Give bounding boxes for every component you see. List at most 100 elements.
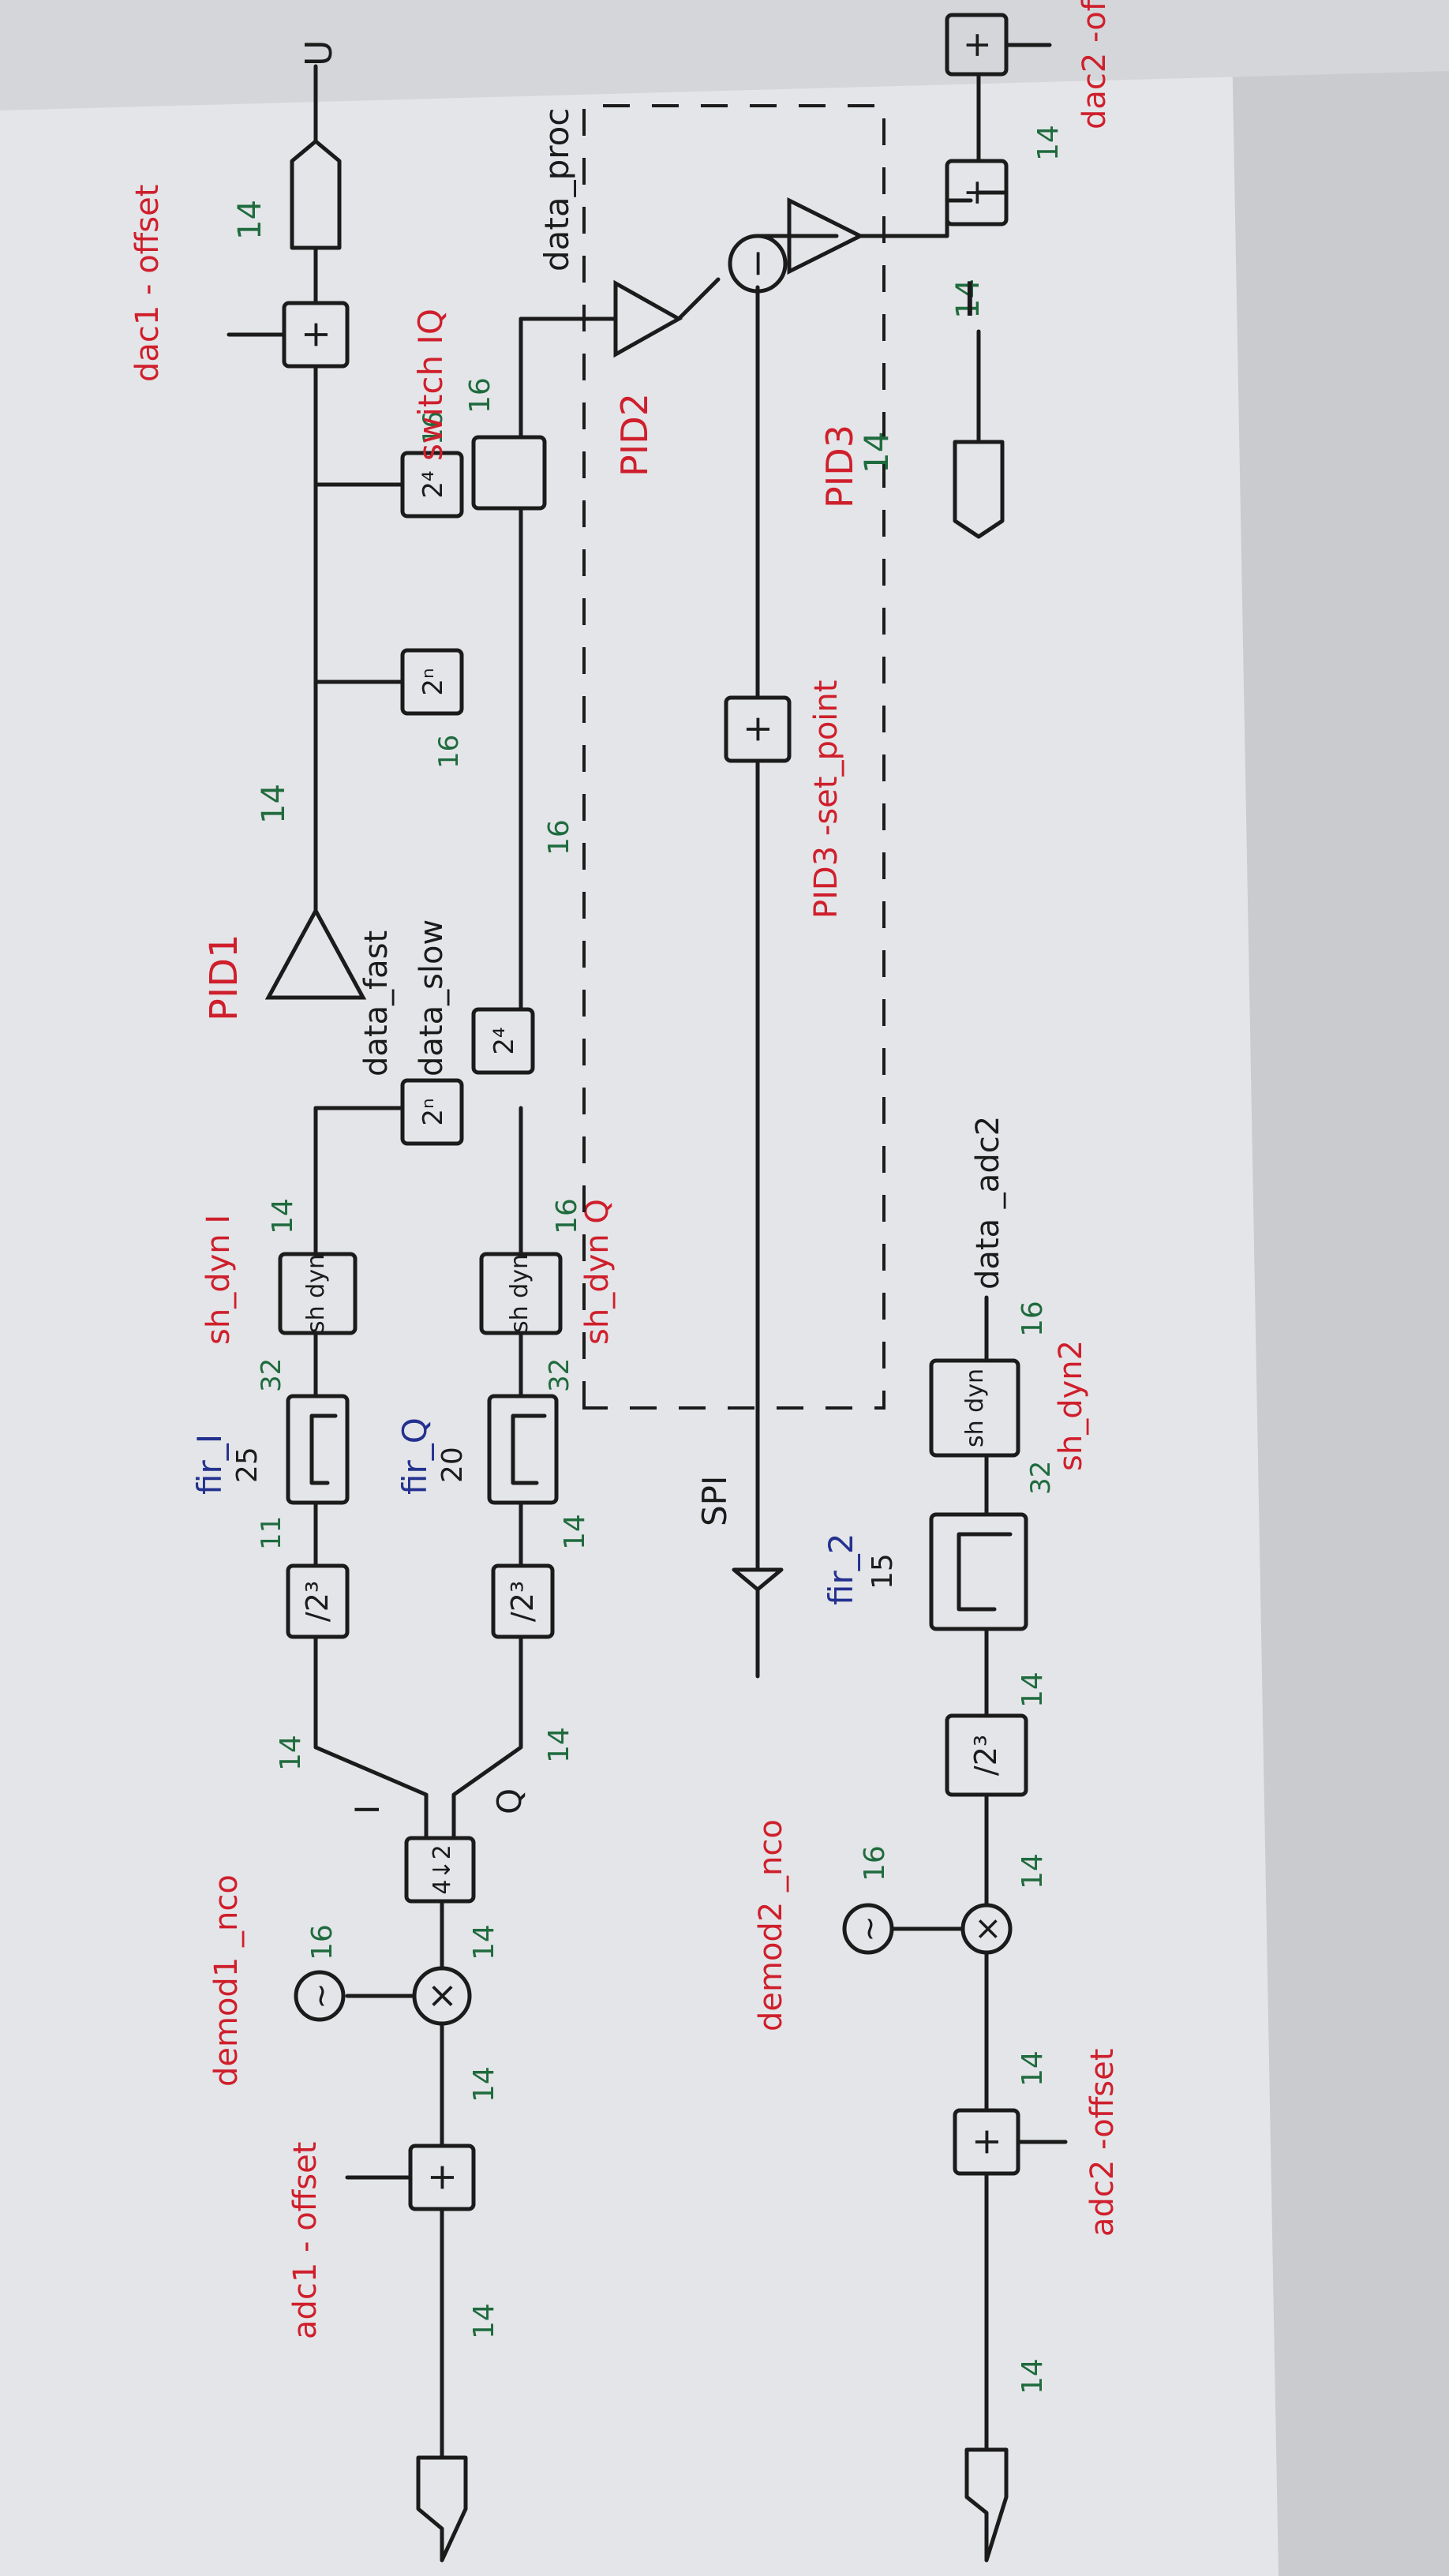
adc2-offset-label: adc2 -offset bbox=[1084, 2049, 1121, 2237]
pow24-block-slow bbox=[471, 1007, 535, 1075]
adc1-input-symbol bbox=[416, 2455, 468, 2563]
demod2-nco-label: demod2 _nco bbox=[753, 1819, 789, 2031]
pid3-label: PID3 bbox=[818, 425, 861, 508]
pid3-set-point-label: PID3 -set_point bbox=[808, 680, 844, 919]
sh-dyn2-label: sh_dyn2 bbox=[1053, 1340, 1089, 1471]
pow24-block-2 bbox=[400, 451, 464, 519]
div-block-Q-label: /2³ bbox=[505, 1581, 540, 1622]
bitwidth-slow-2: 16 bbox=[417, 411, 449, 445]
bitwidth-shdyn2-out: 16 bbox=[1017, 1301, 1049, 1337]
bitwidth-shdyn-pid1: 14 bbox=[267, 1198, 299, 1234]
pid1-amplifier bbox=[264, 906, 367, 1000]
bitwidth-split-Q: 14 bbox=[543, 1727, 575, 1763]
demod1-nco-label: demod1 _nco bbox=[208, 1874, 245, 2087]
nco-2 bbox=[842, 1903, 894, 1955]
out-U-label: U bbox=[298, 39, 340, 66]
setpoint-plus-sign: + bbox=[736, 714, 778, 745]
adc2-input-symbol bbox=[964, 2447, 1009, 2563]
fir-Q-label: fir_Q bbox=[395, 1417, 434, 1495]
bitwidth-dac2-in: 14 bbox=[1032, 125, 1065, 161]
fir-I-taps: 25 bbox=[231, 1447, 264, 1483]
control-section: SPI + PID3 -set_point PID2 data_proc − P… bbox=[519, 104, 987, 1679]
pow24-block-2-label: 2⁴ bbox=[417, 470, 449, 498]
bitwidth-pid3-out: 14 bbox=[950, 279, 987, 319]
chain-2: 14 + adc2 -offset 14 × ~ demod2 _nco 16 … bbox=[753, 0, 1121, 2563]
wire-split-Q bbox=[451, 1634, 523, 1840]
pow2n-block-2 bbox=[400, 648, 464, 716]
adc2-plus-sign: + bbox=[964, 2127, 1007, 2158]
bitwidth-dac2-out: 14 bbox=[857, 432, 896, 474]
pow24-block-slow-label: 2⁴ bbox=[489, 1027, 520, 1054]
dac2-offset-label: dac2 -offset bbox=[1076, 0, 1113, 129]
fir-Q-taps: 20 bbox=[436, 1447, 469, 1483]
shdyn-block-2 bbox=[929, 1358, 1020, 1458]
data-slow-label: data_slow bbox=[414, 919, 450, 1076]
bitwidth-switch-out: 16 bbox=[464, 377, 496, 414]
data-proc-label: data_proc bbox=[537, 108, 576, 271]
adc1-plus-sign: + bbox=[420, 2162, 462, 2193]
bitwidth-nco2: 16 bbox=[859, 1845, 891, 1881]
bitwidth-nco1: 16 bbox=[306, 1924, 339, 1960]
sh-dyn-Q-label: sh_dyn Q bbox=[579, 1199, 616, 1345]
fir-block-I-symbol bbox=[309, 1413, 338, 1485]
mixer-1-symbol: × bbox=[420, 1981, 462, 2012]
sh-dyn-I-label: sh_dyn I bbox=[200, 1215, 237, 1345]
bitwidth-adc2-mixer: 14 bbox=[1017, 2050, 1049, 2087]
sig-Q-label: Q bbox=[490, 1788, 529, 1814]
fir-block-Q-symbol bbox=[511, 1413, 547, 1485]
dac1-output-symbol bbox=[290, 139, 342, 250]
bitwidth-split-I: 14 bbox=[275, 1735, 307, 1771]
data-adc2-label: data _adc2 bbox=[970, 1116, 1006, 1290]
data-fast-label: data_fast bbox=[358, 930, 395, 1076]
pow2n-block-fast-label: 2ⁿ bbox=[417, 1098, 449, 1125]
dac2-plus-sign: + bbox=[957, 31, 997, 60]
switch-IQ-label: switch IQ bbox=[411, 309, 450, 461]
dac2-output-symbol bbox=[953, 440, 1005, 539]
shdyn-block-2-label: sh dyn bbox=[961, 1368, 989, 1447]
fir-block-2 bbox=[929, 1512, 1028, 1631]
adc1-offset-label: adc1 - offset bbox=[287, 2142, 324, 2339]
nco-2-symbol: ~ bbox=[852, 1915, 888, 1942]
bitwidth-firQ-shdyn: 32 bbox=[544, 1358, 575, 1392]
bitwidth-div-firQ: 14 bbox=[559, 1514, 591, 1550]
wire-pid2-diff bbox=[676, 277, 721, 321]
pid2-amplifier bbox=[613, 279, 683, 358]
fir-I-label: fir_I bbox=[190, 1434, 229, 1495]
bitwidth-mixer2-div: 14 bbox=[1017, 1853, 1049, 1889]
mixer-2-symbol: × bbox=[968, 1915, 1006, 1942]
bitwidth-div2-fir2: 14 bbox=[1017, 1672, 1049, 1708]
sig-I-label: I bbox=[348, 1805, 387, 1814]
bitwidth-div-firI: 11 bbox=[256, 1516, 287, 1550]
bitwidth-plus-mixer: 14 bbox=[468, 2066, 500, 2102]
dac2-output-group: I 14 bbox=[857, 272, 1005, 539]
bitwidth-dac1-out: 14 bbox=[232, 200, 268, 240]
bitwidth-mixer-split: 14 bbox=[468, 1924, 500, 1960]
pid3-amplifier bbox=[787, 197, 865, 275]
spi-input-symbol bbox=[732, 1567, 784, 1679]
wire-split-I bbox=[313, 1634, 429, 1840]
fir-2-label: fir_2 bbox=[822, 1533, 860, 1605]
out-I-label: I bbox=[963, 272, 977, 328]
chain-1: + adc1 - offset 14 14 × ~ demod1 _nco 16… bbox=[129, 39, 616, 2563]
dac1-offset-label: dac1 - offset bbox=[129, 185, 166, 382]
div-block-I-label: /2³ bbox=[300, 1581, 335, 1622]
pow2n-block-2-label: 2ⁿ bbox=[417, 668, 449, 695]
bitwidth-pid1-out: 14 bbox=[256, 784, 292, 824]
bitwidth-adc1-in: 14 bbox=[468, 2303, 500, 2339]
pid-region-dashed bbox=[582, 104, 886, 1410]
bitwidth-firI-shdyn: 32 bbox=[256, 1358, 287, 1392]
shdyn-block-Q-label: sh dyn bbox=[506, 1254, 534, 1333]
diff-node-sign: − bbox=[736, 249, 778, 279]
spi-label: SPI bbox=[695, 1476, 734, 1526]
paper-shadow-top bbox=[0, 0, 1449, 110]
pid1-label: PID1 bbox=[202, 934, 246, 1021]
bitwidth-fast-2: 16 bbox=[433, 735, 465, 769]
nco-1 bbox=[294, 1970, 346, 2022]
paper-shadow-right bbox=[1231, 0, 1449, 2576]
nco-1-symbol: ~ bbox=[303, 1983, 339, 2009]
pow2n-block-fast bbox=[400, 1078, 464, 1146]
fir-block-2-symbol bbox=[957, 1532, 1013, 1612]
bitwidth-shdyn-Q-out: 16 bbox=[551, 1198, 583, 1234]
